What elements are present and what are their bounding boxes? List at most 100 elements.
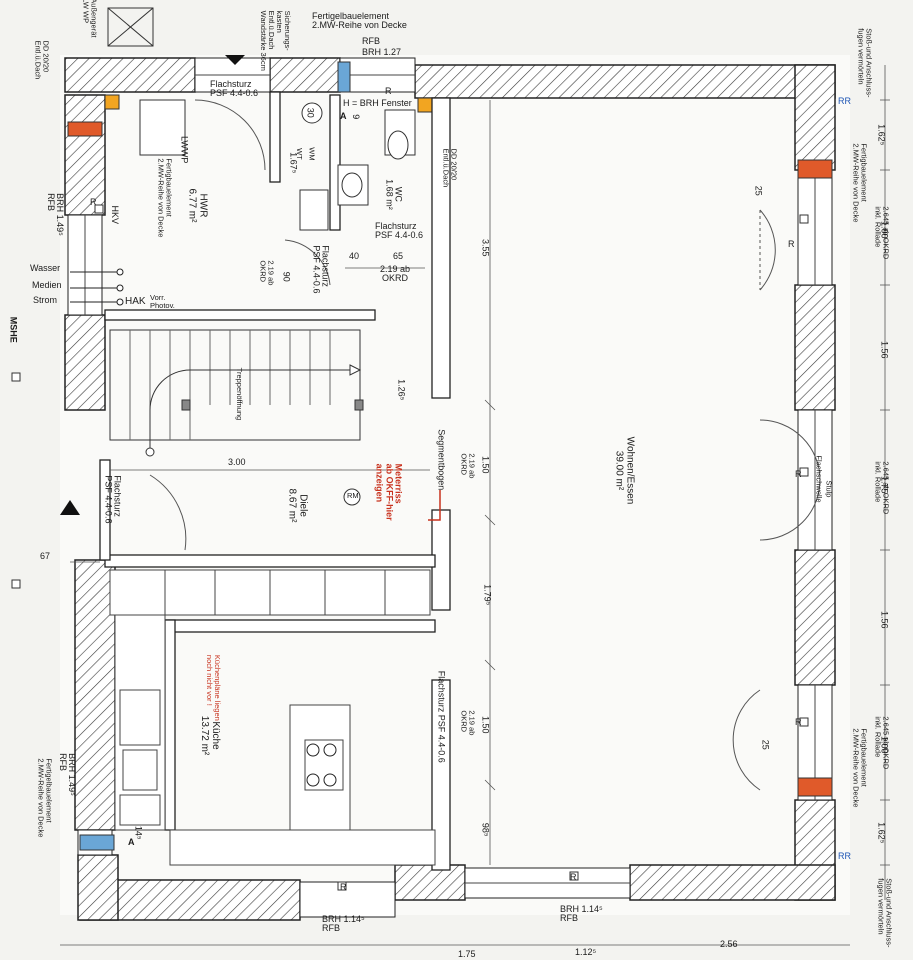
dim-67: 67 bbox=[40, 551, 51, 561]
medien-label: Medien bbox=[32, 280, 62, 290]
dim-25a: 25 bbox=[753, 185, 764, 196]
flachsturz-hall: Flachsturz PSF 4.4-0.6 bbox=[103, 475, 123, 524]
brh-fenster: H = BRH Fenster bbox=[343, 98, 412, 108]
aussengeraet: Außengerät LW WP bbox=[81, 0, 99, 38]
lwwp-label: LWWP bbox=[179, 136, 190, 164]
radiator-hwr: R bbox=[90, 197, 97, 207]
dim-bottom-2: 1.12⁵ bbox=[575, 947, 597, 957]
dim-98: 98⁵ bbox=[480, 822, 491, 837]
strom-label: Strom bbox=[33, 295, 58, 305]
outlet-boxes bbox=[11, 204, 809, 891]
radiator-bottom: R bbox=[570, 872, 577, 882]
section-markers bbox=[60, 55, 245, 515]
dim-top-6: 1.00 bbox=[879, 735, 890, 754]
dim-126: 1.26⁵ bbox=[396, 379, 407, 401]
room-hwr-name: HWR bbox=[197, 193, 209, 218]
wm-label: WM bbox=[307, 147, 317, 161]
dim-40: 40 bbox=[349, 251, 360, 261]
dim-top-5: 1.56 bbox=[879, 610, 890, 629]
sanitary-fixtures bbox=[139, 99, 416, 231]
room-diele-area: 8.67 m² bbox=[286, 488, 298, 523]
dim-bottom-1: 1.75 bbox=[458, 949, 476, 959]
dim-219-a: 2.19 ab OKRD bbox=[459, 453, 477, 479]
flachsturz-kueche: Flachsturz PSF 4.4-0.6 bbox=[436, 670, 447, 763]
rr-bottom: RR bbox=[838, 851, 851, 861]
rfb-top: RFB bbox=[362, 36, 380, 46]
dim-300: 3.00 bbox=[228, 457, 246, 467]
brh-bottom-1: BRH 1.14⁵ RFB bbox=[322, 914, 365, 934]
right-element-top: Fertigbauelement 2.MW-Reihe von Decke bbox=[851, 143, 869, 223]
segmentbogen: Segmentbogen bbox=[436, 429, 447, 491]
stoss-top: Stoß-und Anschluss- fugen vermörteln bbox=[856, 28, 874, 98]
rm-marker bbox=[343, 488, 361, 506]
top-element-note: Fertigelbauelement 2.MW-Reihe von Decke bbox=[312, 11, 407, 31]
room-kueche-name: Küche bbox=[210, 721, 222, 750]
dim-top-3: 1.56 bbox=[879, 340, 890, 359]
dimension-lines bbox=[60, 65, 890, 946]
dim-167: 1.67⁵ bbox=[288, 152, 299, 174]
dim-30: 30 bbox=[305, 107, 316, 118]
kitchen-counters bbox=[109, 569, 436, 866]
outdoor-unit bbox=[107, 7, 154, 47]
exterior-walls bbox=[64, 57, 836, 921]
door-swings bbox=[149, 99, 821, 791]
flachschwelle-label: Flachschwelle bbox=[814, 455, 824, 503]
dim-14: 14⁵ bbox=[133, 825, 144, 840]
room-diele: Diele 8.67 m² bbox=[286, 488, 309, 523]
room-wohnen-area: 39.00 m² bbox=[613, 450, 625, 491]
hak-label: HAK bbox=[125, 296, 146, 307]
dim-90: 90 bbox=[281, 271, 292, 282]
dim-150b: 1.50 bbox=[480, 715, 491, 734]
room-diele-name: Diele bbox=[297, 494, 309, 517]
dim-bottom-3: 2.56 bbox=[720, 939, 738, 949]
interior-walls bbox=[99, 91, 451, 871]
dim-top-7: 1.62⁵ bbox=[876, 822, 887, 844]
left-element-bottom: Fertigelbauelement 2.MW-Reihe von Decke bbox=[36, 758, 54, 838]
dim-219-d: 2.19 ab OKRD bbox=[258, 260, 276, 286]
vorr-photov: Vorr. Photov. bbox=[150, 293, 175, 310]
dim-355: 3.55 bbox=[480, 238, 491, 257]
room-wohnen-name: Wohnen/Essen bbox=[624, 436, 636, 505]
dim-top-1: 1.62⁵ bbox=[876, 124, 887, 146]
radiator-wohnen-2: R bbox=[795, 469, 802, 479]
rr-top: RR bbox=[838, 96, 851, 106]
wasser-label: Wasser bbox=[30, 263, 61, 273]
dim-25b: 25 bbox=[760, 739, 771, 750]
kuechenplaene-note: Küchenpläne liegen noch nicht vor ! bbox=[204, 654, 222, 721]
right-element-bottom: Fertigbauelement 2.MW-Reihe von Decke bbox=[851, 728, 869, 808]
stoss-bottom: Stoß-und Anschluss- fugen vermörteln bbox=[876, 878, 894, 948]
section-a-bottom: A bbox=[128, 837, 135, 847]
flachsturz-diele: Flachsturz PSF 4.4-0.6 bbox=[311, 245, 331, 294]
radiator-wc: R bbox=[385, 86, 392, 96]
brh-left-bottom: BRH 1.49⁵ RFB bbox=[57, 753, 77, 796]
brh-left-top: BRH 1.49⁵ RFB bbox=[45, 193, 65, 236]
sicherung-note: Sicherungs- kasten Entl.ü.Dach Wandstärk… bbox=[259, 10, 292, 71]
meterriss-marker bbox=[428, 490, 441, 521]
flachsturz-wc: Flachsturz PSF 4.4-0.6 bbox=[375, 221, 424, 241]
fixing-markers bbox=[67, 61, 833, 851]
room-wc-name: WC bbox=[393, 186, 404, 202]
radiator-wohnen-3: R bbox=[795, 717, 802, 727]
room-wc-area: 1.68 m² bbox=[384, 179, 395, 210]
dim-179: 1.79⁵ bbox=[482, 584, 493, 606]
dim-65: 65 bbox=[393, 251, 404, 261]
dim-219-c: 2.19 ab OKRD bbox=[380, 264, 411, 284]
room-hwr-area: 6.77 m² bbox=[186, 188, 198, 223]
stulp-label: Stulp bbox=[824, 480, 834, 498]
brh-top: BRH 1.27 bbox=[362, 47, 402, 57]
radiator-kueche: R bbox=[340, 882, 347, 892]
section-a-top: A bbox=[340, 111, 347, 121]
dim-top-2: 1.00 bbox=[879, 220, 890, 239]
hwr-element-note: Fertigbauelement 2.MW-Reihe von Decke bbox=[156, 158, 174, 238]
staircase bbox=[109, 329, 364, 457]
radiator-wohnen-1: R bbox=[788, 239, 795, 249]
media-connections bbox=[70, 268, 124, 306]
room-kueche: Küche 13.72 m² bbox=[199, 716, 222, 755]
dim-150a: 1.50 bbox=[480, 455, 491, 474]
hkv-label: HKV bbox=[109, 205, 120, 224]
brh-bottom-2: BRH 1.14⁵ RFB bbox=[560, 904, 603, 924]
dd-left: DD 20/20 Entl.ü.Dach bbox=[33, 40, 51, 80]
dim-9: 9 bbox=[351, 114, 362, 120]
mshe-label: MSHE bbox=[8, 316, 19, 343]
